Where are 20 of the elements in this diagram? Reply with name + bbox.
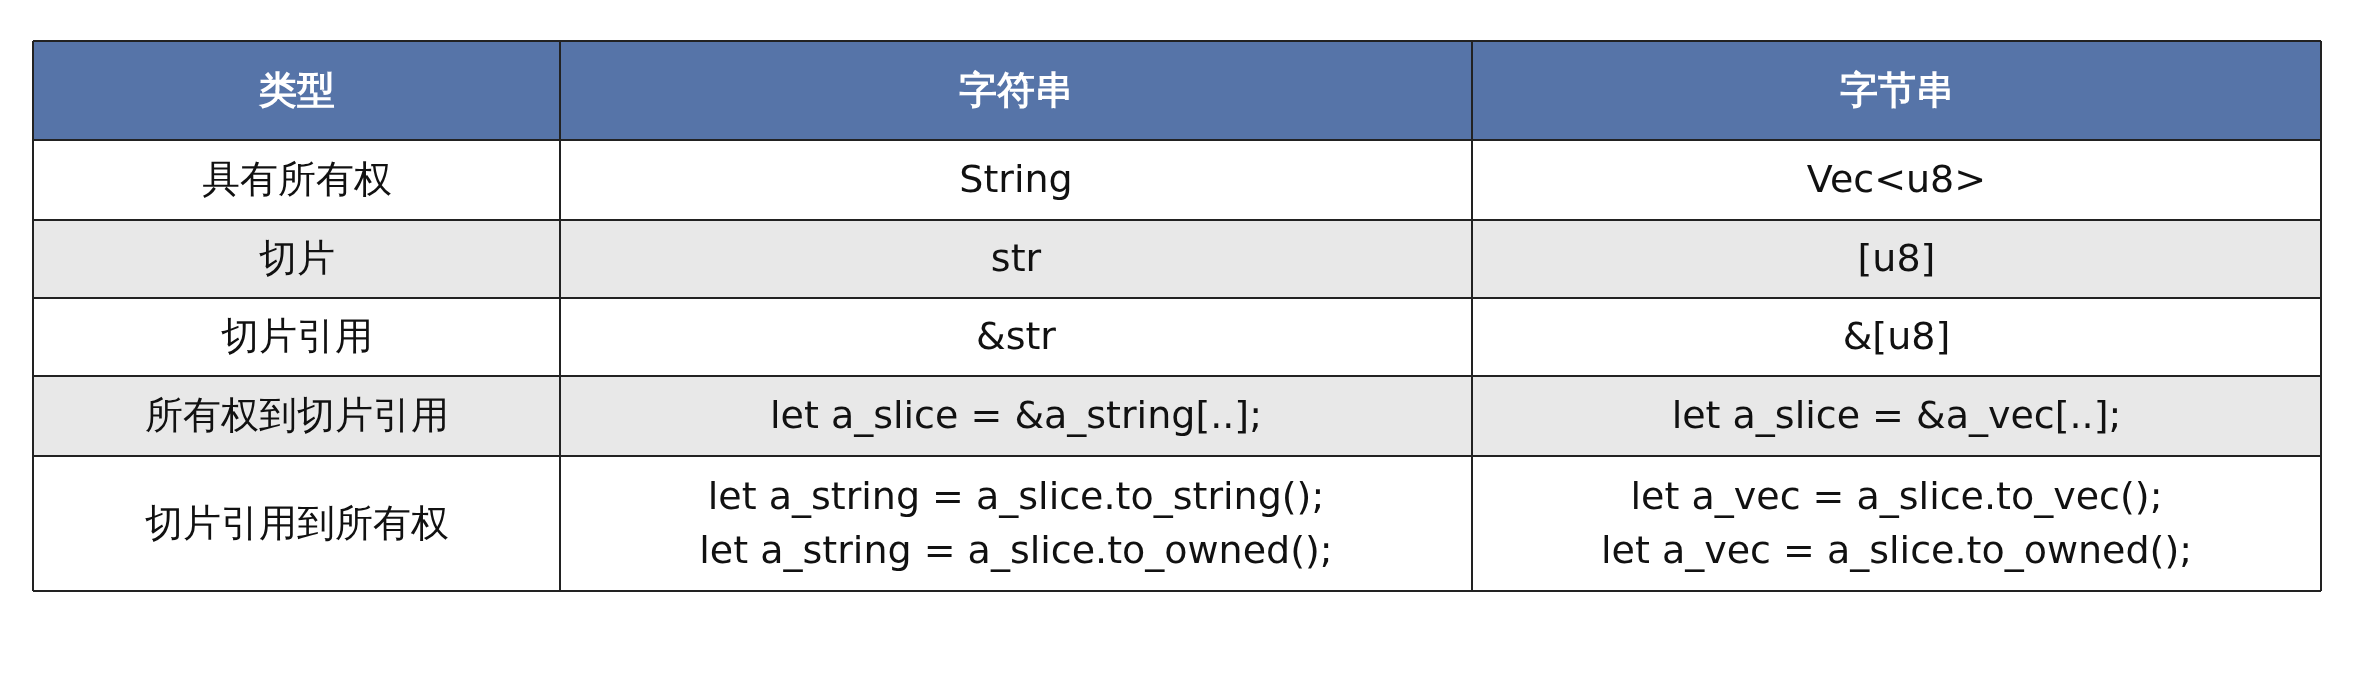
- code-text: let a_vec = a_slice.to_owned();: [1601, 526, 2192, 574]
- code-text: let a_slice = &a_vec[..];: [1671, 392, 2122, 440]
- code-text: Vec<u8>: [1806, 156, 1987, 204]
- row-header: 切片引用到所有权: [144, 499, 449, 547]
- code-text: let a_vec = a_slice.to_vec();: [1630, 473, 2163, 521]
- code-text: let a_slice = &a_string[..];: [770, 392, 1262, 440]
- code-text: let a_string = a_slice.to_owned();: [699, 526, 1333, 574]
- code-text: &[u8]: [1842, 313, 1951, 361]
- code-text: [u8]: [1857, 235, 1936, 283]
- column-header: 字符串: [959, 66, 1073, 114]
- row-header: 切片引用: [220, 313, 373, 361]
- code-text: let a_string = a_slice.to_string();: [707, 473, 1325, 521]
- row-header: 切片: [258, 235, 335, 283]
- row-header: 所有权到切片引用: [144, 392, 449, 440]
- column-header: 类型: [258, 66, 335, 114]
- code-text: str: [990, 235, 1042, 283]
- code-text: &str: [976, 313, 1056, 361]
- code-text: String: [959, 156, 1073, 204]
- row-header: 具有所有权: [201, 156, 392, 204]
- column-header: 字节串: [1839, 66, 1954, 114]
